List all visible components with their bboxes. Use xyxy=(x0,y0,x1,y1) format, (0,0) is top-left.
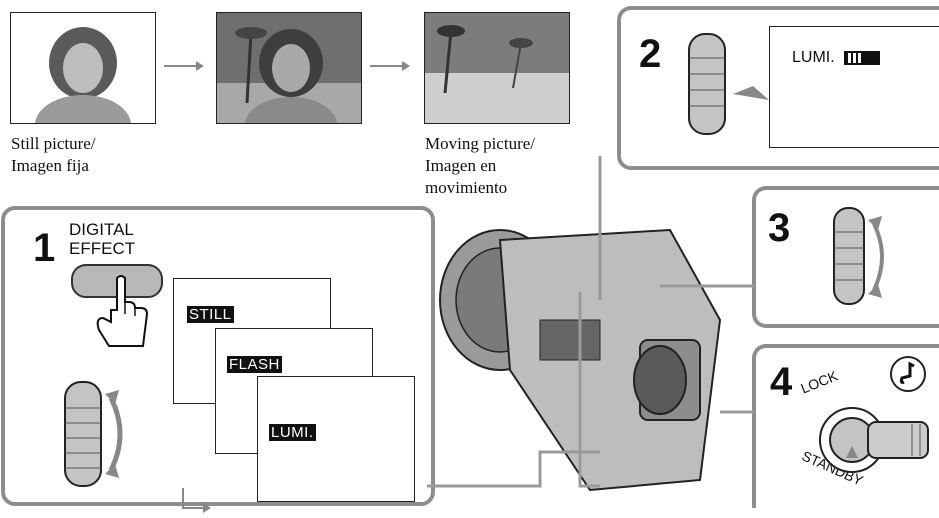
control-dial-icon[interactable] xyxy=(685,30,785,140)
step-1-panel: 1 DIGITAL EFFECT STILL FLASH LUMI. xyxy=(1,206,435,513)
caption-line: Moving picture/ xyxy=(425,134,536,153)
step-number: 3 xyxy=(768,206,791,250)
step-number: 4 xyxy=(770,360,793,404)
digital-effect-label: DIGITAL EFFECT xyxy=(69,220,135,258)
control-dial-icon[interactable] xyxy=(61,378,131,498)
camcorder-illustration xyxy=(439,228,722,492)
still-picture-thumbnail xyxy=(10,12,156,124)
step-3-panel: 3 xyxy=(752,186,939,328)
level-bar-icon xyxy=(844,51,880,65)
step-4-panel: 4 LOCK STANDBY xyxy=(752,344,939,508)
caption-line: Still picture/ xyxy=(11,134,96,153)
step-number: 1 xyxy=(33,226,56,270)
label-line: EFFECT xyxy=(69,239,136,258)
portrait-image xyxy=(35,27,131,123)
caption-line: Imagen fija xyxy=(11,156,89,175)
power-switch-icon[interactable] xyxy=(812,388,939,498)
effect-option-flash[interactable]: FLASH xyxy=(227,356,282,373)
transition-thumbnail xyxy=(216,12,362,124)
music-note-icon xyxy=(890,356,926,392)
moving-picture-caption: Moving picture/ Imagen en movimiento xyxy=(425,133,535,199)
label-line: DIGITAL xyxy=(69,220,134,239)
control-dial-icon[interactable] xyxy=(830,204,910,314)
lumi-display-label: LUMI. xyxy=(792,49,835,66)
arrow-right-2 xyxy=(370,61,410,71)
moving-picture-thumbnail xyxy=(424,12,570,124)
lumi-display: LUMI. xyxy=(769,26,939,148)
arrow-right-1 xyxy=(164,61,204,71)
effect-option-lumi[interactable]: LUMI. xyxy=(269,424,316,441)
caption-line: movimiento xyxy=(425,178,508,197)
connector-lines xyxy=(427,156,754,488)
step-number: 2 xyxy=(639,32,662,76)
caption-line: Imagen en xyxy=(425,156,497,175)
beach-image xyxy=(425,13,569,123)
blended-image xyxy=(217,27,361,123)
effect-option-still[interactable]: STILL xyxy=(187,306,234,323)
still-picture-caption: Still picture/ Imagen fija xyxy=(11,133,96,177)
hand-press-icon xyxy=(96,275,149,347)
step-2-panel: 2 LUMI. xyxy=(617,6,939,170)
